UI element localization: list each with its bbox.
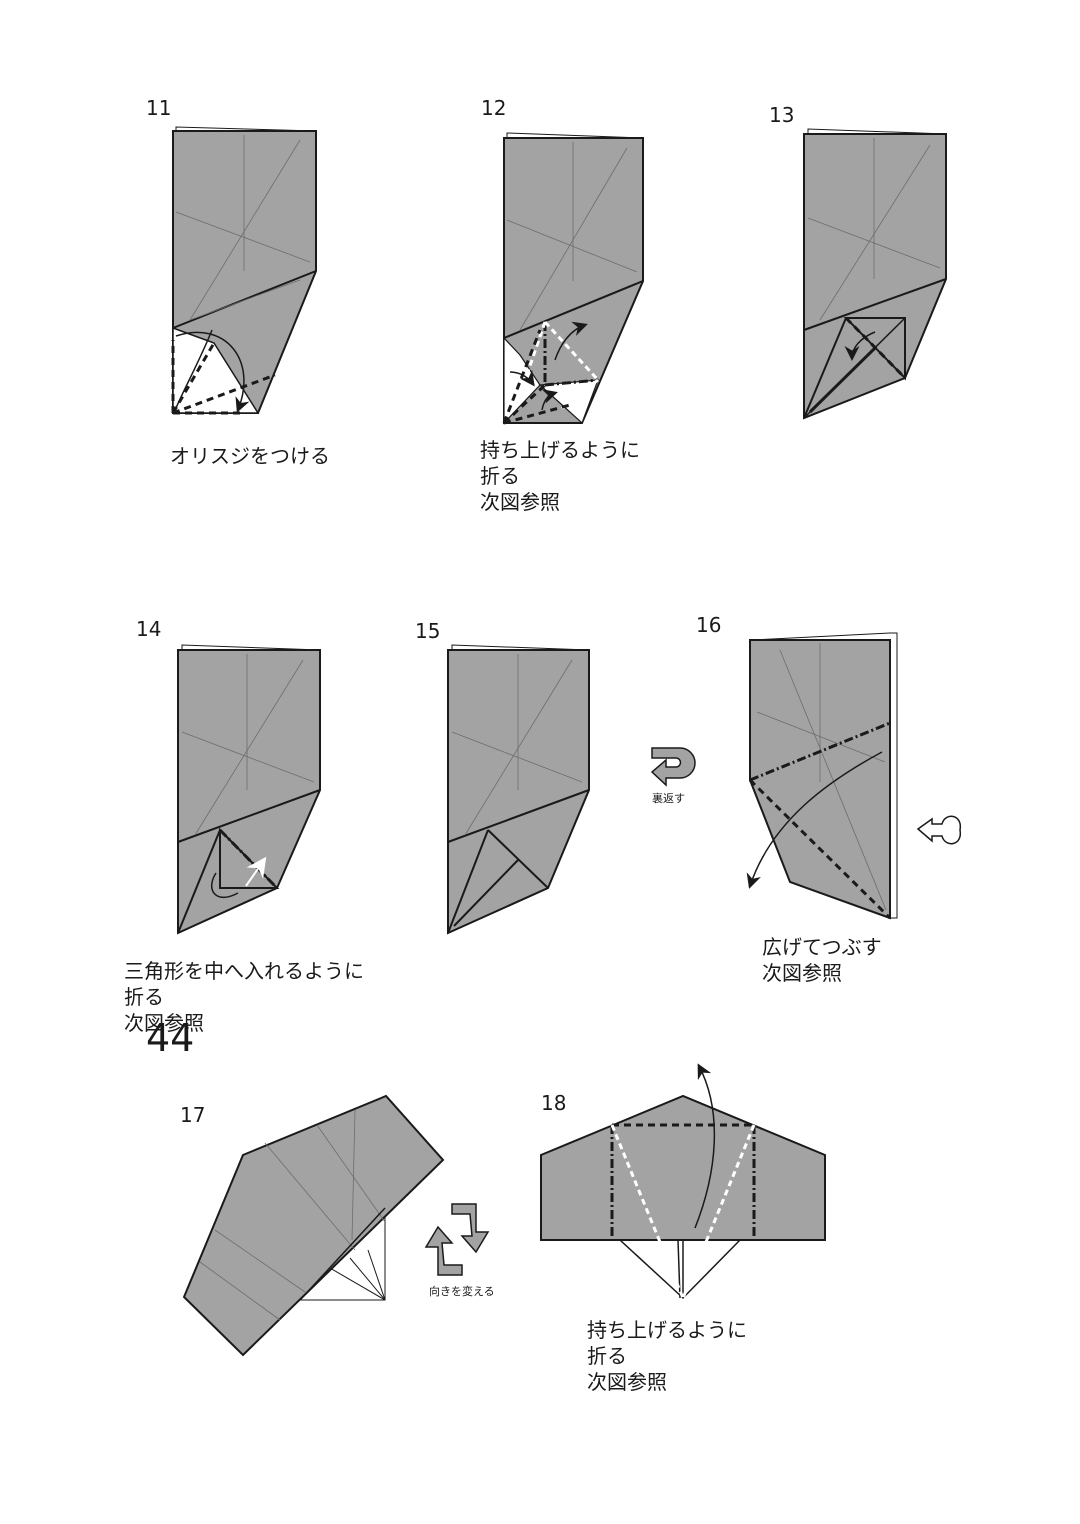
instruction-step-12: 持ち上げるように 折る 次図参照 [480,437,640,515]
instruction-line: 次図参照 [480,490,560,514]
instruction-step-14: 三角形を中へ入れるように 折る 次図参照 [124,958,364,1036]
step-number-12: 12 [481,96,507,120]
rotate-icon [424,1203,490,1276]
instruction-line: 次図参照 [124,1011,204,1035]
instruction-line: 広げてつぶす [762,935,882,959]
step-number-16: 16 [696,613,722,637]
instruction-step-16: 広げてつぶす 次図参照 [762,934,882,986]
step-number-14: 14 [136,617,162,641]
instruction-line: 三角形を中へ入れるように [124,959,364,983]
turn-over-label: 裏返す [652,792,685,805]
figure-step-13 [803,128,947,420]
step-number-11: 11 [146,96,172,120]
instruction-step-11: オリスジをつける [170,443,330,469]
instruction-step-18: 持ち上げるように 折る 次図参照 [587,1317,747,1395]
step-number-13: 13 [769,103,795,127]
figure-step-14 [177,644,321,935]
figure-step-12 [502,132,644,425]
figure-step-18 [540,1063,826,1300]
step-number-18: 18 [541,1091,567,1115]
instruction-line: 持ち上げるように [587,1318,747,1342]
instruction-line: オリスジをつける [170,444,330,468]
step-number-15: 15 [415,619,441,643]
step-number-17: 17 [180,1103,206,1127]
turn-over-icon [650,747,696,787]
figure-step-15 [447,644,590,935]
page-number: 44 [146,1016,195,1060]
instruction-line: 持ち上げるように [480,438,640,462]
figure-step-17 [182,1094,445,1357]
press-icon [916,815,961,845]
instruction-line: 折る [480,464,520,488]
instruction-line: 折る [587,1344,627,1368]
rotate-label: 向きを変える [429,1285,495,1298]
instruction-line: 次図参照 [762,961,842,985]
figure-step-16 [746,632,898,920]
figure-step-11 [171,126,317,415]
instruction-line: 折る [124,985,164,1009]
instruction-line: 次図参照 [587,1370,667,1394]
